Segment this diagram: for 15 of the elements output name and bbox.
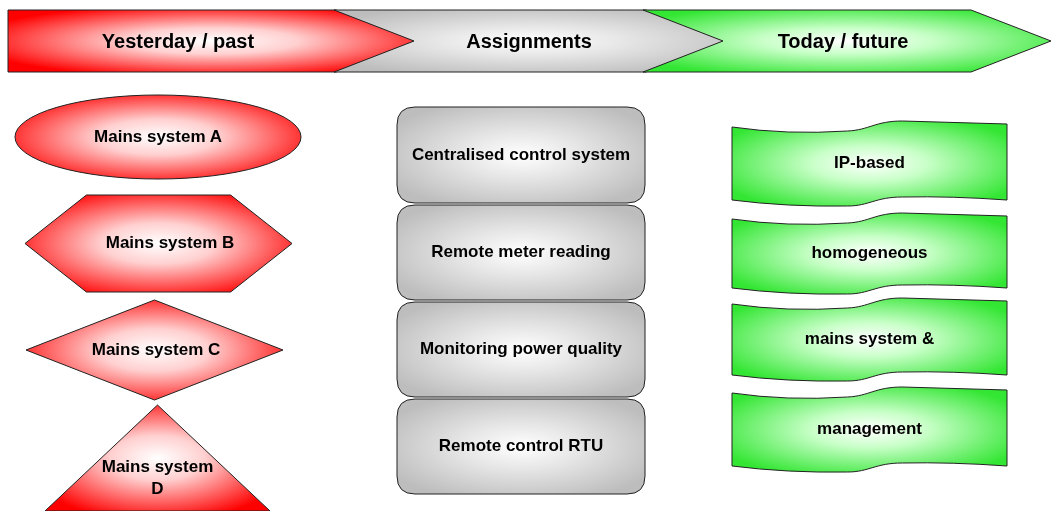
heading-text: Assignments — [466, 29, 592, 54]
node-label: Mains system D — [100, 455, 215, 500]
node-label: Mains system B — [105, 232, 235, 255]
node-label: Remote meter reading — [431, 241, 611, 264]
node-label: IP-based — [834, 151, 905, 174]
node-label: Mains system C — [91, 338, 221, 361]
heading-text: Yesterday / past — [101, 29, 255, 54]
heading-text: Today / future — [777, 29, 909, 54]
node-label: homogeneous — [811, 241, 928, 264]
node-label: Mains system A — [94, 125, 222, 148]
node-label: Centralised control system — [411, 143, 631, 166]
node-label: management — [817, 417, 922, 440]
node-label: Monitoring power quality — [419, 338, 623, 361]
node-label: Remote control RTU — [438, 435, 604, 458]
node-label: mains system & — [804, 327, 935, 350]
